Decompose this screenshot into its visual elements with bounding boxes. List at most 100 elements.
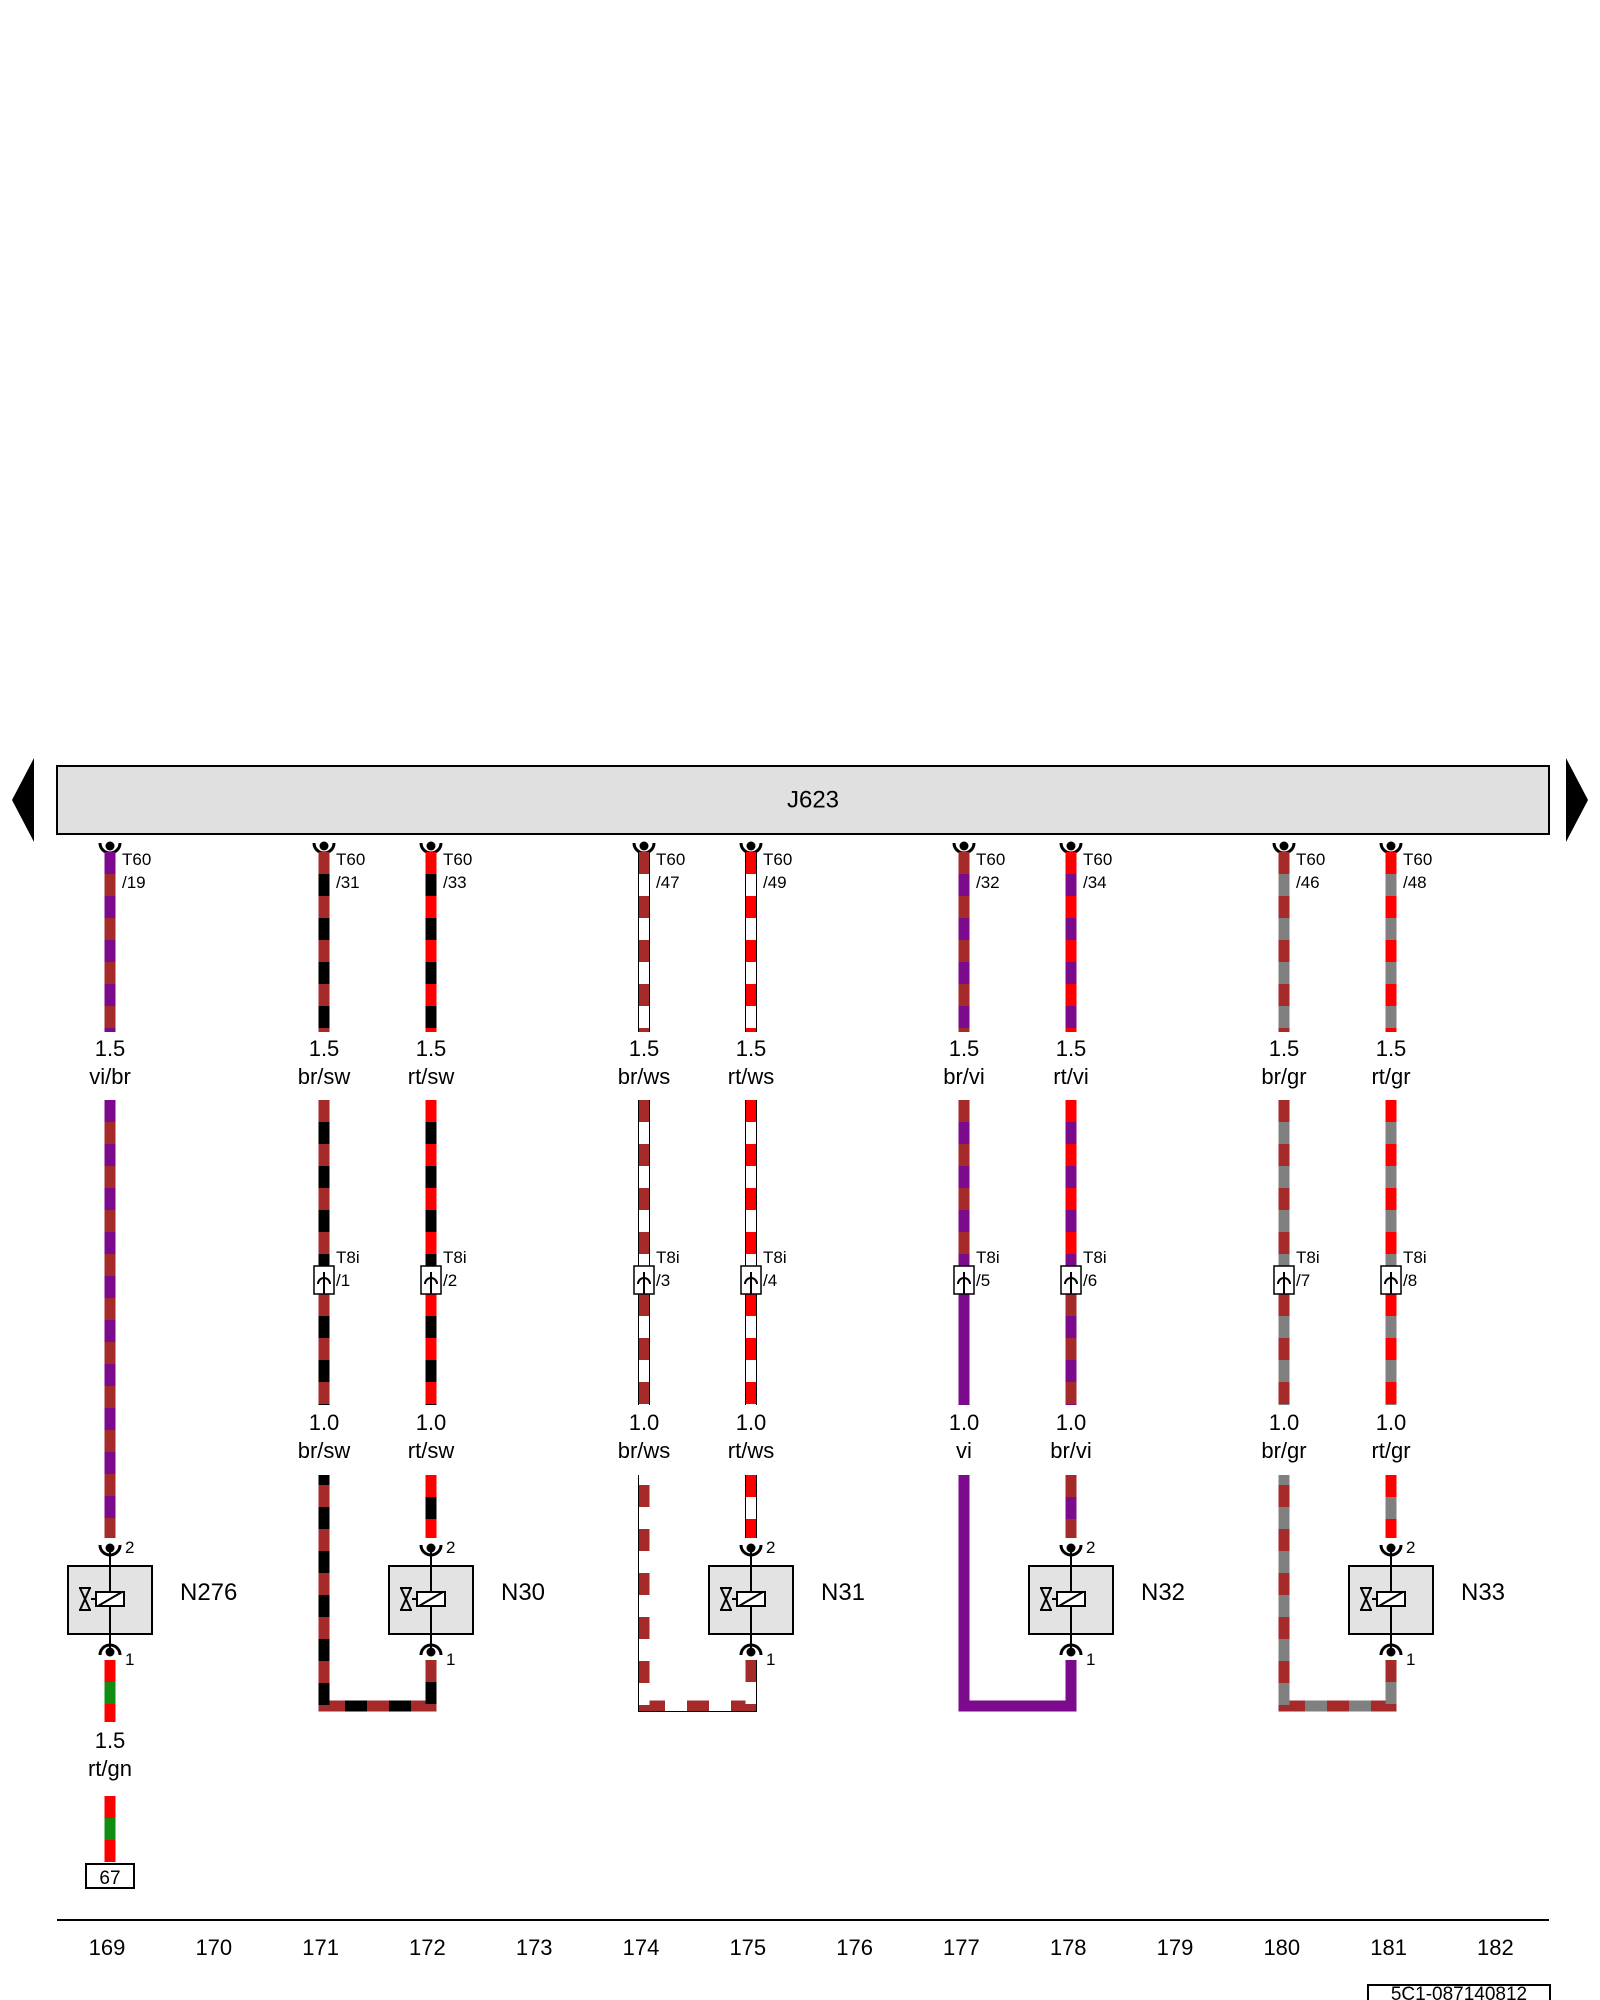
wire-size: 1.0 (416, 1410, 447, 1435)
split-connector-icon (1273, 1265, 1295, 1295)
arrow-left-icon[interactable] (12, 758, 34, 842)
wire-outline (638, 1475, 757, 1712)
component-label: N276 (180, 1579, 237, 1606)
pin-icon (1272, 840, 1296, 855)
split-connector-label: T8i (336, 1248, 360, 1267)
connector-label: T60 (1083, 850, 1112, 869)
pin-number: 2 (1086, 1538, 1095, 1557)
split-connector-icon (1060, 1265, 1082, 1295)
pin-icon (419, 840, 443, 855)
wire-color: rt/gr (1371, 1064, 1410, 1089)
wire-size: 1.0 (309, 1410, 340, 1435)
wire-size: 1.0 (949, 1410, 980, 1435)
split-connector-label: T8i (976, 1248, 1000, 1267)
pin-icon (952, 840, 976, 855)
column-number: 173 (516, 1935, 553, 1960)
wire-segment (1278, 1475, 1397, 1712)
wire-size: 1.5 (949, 1036, 980, 1061)
wire-color: br/vi (1050, 1438, 1092, 1463)
column-number: 180 (1263, 1935, 1300, 1960)
wire-color: br/sw (298, 1064, 351, 1089)
pin-number: 2 (446, 1538, 455, 1557)
pin-number: 1 (766, 1650, 775, 1669)
split-connector-label: T8i (1403, 1248, 1427, 1267)
connector-label: T60 (1403, 850, 1432, 869)
valve-icon (720, 1587, 737, 1611)
split-connector-label: T8i (1083, 1248, 1107, 1267)
document-id-text: 5C1-087140812 (1391, 1984, 1527, 2000)
pin-label: /46 (1296, 873, 1320, 892)
reference-number: 67 (99, 1868, 120, 1889)
column-number: 182 (1477, 1935, 1514, 1960)
wire-size: 1.5 (629, 1036, 660, 1061)
wire-segment (638, 1294, 650, 1405)
wire-color: rt/sw (408, 1064, 455, 1089)
pin-number: 1 (125, 1650, 134, 1669)
pin-icon (98, 840, 122, 855)
pin-label: /47 (656, 873, 680, 892)
pin-label: /33 (443, 873, 467, 892)
split-pin-label: /5 (976, 1271, 990, 1290)
split-pin-label: /2 (443, 1271, 457, 1290)
ecu-j623: J623 (56, 765, 1550, 835)
component-label: N33 (1461, 1579, 1505, 1606)
column-number: 170 (195, 1935, 232, 1960)
wire-segment (745, 1100, 757, 1266)
pin-number: 1 (1406, 1650, 1415, 1669)
split-pin-label: /1 (336, 1271, 350, 1290)
wire-segment (745, 852, 757, 1032)
wire-color: rt/gn (88, 1756, 132, 1781)
valve-icon (79, 1587, 96, 1611)
pin-number: 2 (766, 1538, 775, 1557)
column-number: 179 (1157, 1935, 1194, 1960)
wire-size: 1.5 (1269, 1036, 1300, 1061)
component-label: N31 (821, 1579, 865, 1606)
pin-label: /19 (122, 873, 146, 892)
split-connector-icon (633, 1265, 655, 1295)
pin-label: /32 (976, 873, 1000, 892)
pin-label: /49 (763, 873, 787, 892)
split-connector-label: T8i (763, 1248, 787, 1267)
column-number: 169 (89, 1935, 126, 1960)
column-number: 172 (409, 1935, 446, 1960)
wires-layer (98, 840, 1403, 1862)
arrow-right-icon[interactable] (1566, 758, 1588, 842)
wire-color: br/ws (618, 1438, 671, 1463)
split-connector-icon (740, 1265, 762, 1295)
connector-label: T60 (763, 850, 792, 869)
wire-color: br/gr (1261, 1064, 1306, 1089)
solenoid-valve (388, 1548, 474, 1652)
column-number: 178 (1050, 1935, 1087, 1960)
column-number: 171 (302, 1935, 339, 1960)
wire-segment (745, 1294, 757, 1405)
split-pin-label: /7 (1296, 1271, 1310, 1290)
wire-size: 1.0 (736, 1410, 767, 1435)
wire-segment (638, 1100, 650, 1266)
column-number: 175 (729, 1935, 766, 1960)
wire-segment (638, 852, 650, 1032)
wire-color: rt/sw (408, 1438, 455, 1463)
wire-size: 1.0 (629, 1410, 660, 1435)
wire-size: 1.0 (1056, 1410, 1087, 1435)
labels-layer: T60/191.5vi/brT60/311.5br/swT8i/11.0br/s… (85, 850, 1505, 1889)
wire-size: 1.5 (1376, 1036, 1407, 1061)
pin-number: 1 (446, 1650, 455, 1669)
wire-color: br/vi (943, 1064, 985, 1089)
wire-color: rt/ws (728, 1064, 774, 1089)
column-number: 176 (836, 1935, 873, 1960)
wire-color: rt/ws (728, 1438, 774, 1463)
wire-size: 1.5 (95, 1728, 126, 1753)
pin-icon (632, 840, 656, 855)
solenoid-valve (708, 1548, 794, 1652)
split-connector-icon (313, 1265, 335, 1295)
wire-color: br/sw (298, 1438, 351, 1463)
wire-color: br/ws (618, 1064, 671, 1089)
wire-size: 1.5 (736, 1036, 767, 1061)
components-layer (67, 1542, 1434, 1658)
split-connector-icon (1380, 1265, 1402, 1295)
pin-icon (1059, 840, 1083, 855)
reference-box: 67 (85, 1863, 135, 1889)
wire-color: br/gr (1261, 1438, 1306, 1463)
wire-size: 1.5 (1056, 1036, 1087, 1061)
